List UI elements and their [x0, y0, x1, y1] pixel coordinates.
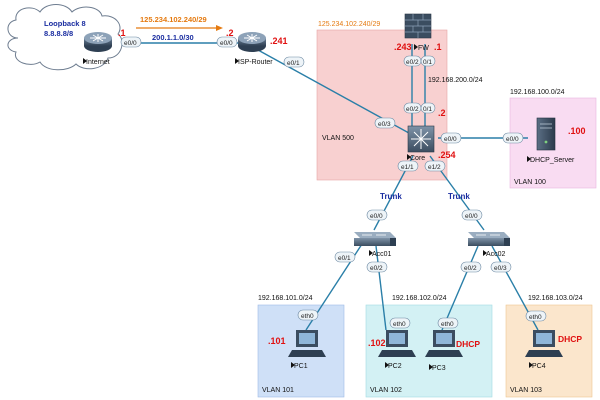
cloud-address: 8.8.8.8/8 — [44, 29, 73, 38]
isp-left-ip: .2 — [226, 28, 234, 38]
fw-iface-b: 0/1 — [423, 59, 432, 66]
core-label: Core — [410, 155, 425, 162]
pc4-icon[interactable] — [525, 330, 563, 357]
interface-pills — [120, 36, 547, 329]
dhcp-iface: e0/0 — [506, 136, 519, 143]
isp-right-ip: .241 — [270, 36, 288, 46]
pc3-iface: eth0 — [441, 321, 454, 328]
vlan500-label: VLAN 500 — [322, 135, 354, 142]
acc01-iface-a: e0/1 — [338, 255, 351, 262]
pc2-ip: .102 — [368, 338, 386, 348]
pc3-dhcp: DHCP — [456, 339, 480, 349]
core-switch-icon[interactable] — [407, 125, 435, 153]
core-ip-bottom: .254 — [438, 150, 456, 160]
core-iface-right: e0/0 — [444, 136, 457, 143]
internet-iface: e0/0 — [124, 40, 137, 47]
acc01-switch-icon[interactable] — [354, 232, 396, 246]
acc02-iface-b: e0/3 — [494, 265, 507, 272]
firewall-icon[interactable] — [404, 13, 432, 39]
link-acc02-pc3 — [441, 245, 479, 331]
fw-left-ip: .243 — [394, 42, 412, 52]
core-iface-top-b: 0/1 — [423, 106, 432, 113]
vlan103-label: VLAN 103 — [510, 387, 542, 394]
link-acc01-pc2 — [375, 245, 387, 331]
core-iface-down-a: e1/1 — [401, 164, 414, 171]
labels: Loopback 8 8.8.8.8/8 Internet .1 e0/0 12… — [44, 15, 586, 394]
trunk-left: Trunk — [380, 192, 402, 201]
router-icon[interactable] — [84, 32, 112, 52]
vlan101-net: 192.168.101.0/24 — [258, 295, 313, 302]
vlan100-label: VLAN 100 — [514, 179, 546, 186]
pc4-label: PC4 — [532, 363, 546, 370]
vlan102-net: 192.168.102.0/24 — [392, 295, 447, 302]
vlan103-net: 192.168.103.0/24 — [528, 295, 583, 302]
pc1-icon[interactable] — [288, 330, 326, 357]
pc2-iface: eth0 — [393, 321, 406, 328]
trunk-right: Trunk — [448, 192, 470, 201]
net-isp-fw-vlan: 125.234.102.240/29 — [318, 21, 380, 28]
isp-router-icon[interactable] — [238, 32, 266, 52]
acc02-label: Acc02 — [486, 251, 506, 258]
pc3-label: PC3 — [432, 365, 446, 372]
fw-iface-a: e0/2 — [406, 59, 419, 66]
vlan101-label: VLAN 101 — [262, 387, 294, 394]
core-iface-left: e0/3 — [378, 121, 391, 128]
pc4-dhcp: DHCP — [558, 334, 582, 344]
isp-fw-arrowhead — [216, 25, 223, 31]
node-markers — [83, 44, 533, 370]
pc1-iface: eth0 — [301, 313, 314, 320]
core-iface-down-b: e1/2 — [428, 164, 441, 171]
isp-label: ISP-Router — [238, 59, 273, 66]
pc1-ip: .101 — [268, 336, 286, 346]
isp-iface-down: e0/1 — [287, 60, 300, 67]
acc01-iface-b: e0/2 — [370, 265, 383, 272]
internet-host-ip: .1 — [118, 28, 126, 38]
acc02-iface-up: e0/0 — [465, 213, 478, 220]
acc01-label: Acc01 — [372, 251, 392, 258]
pc4-iface: eth0 — [529, 314, 542, 321]
net-isp-fw: 125.234.102.240/29 — [140, 15, 207, 24]
pc2-icon[interactable] — [378, 330, 416, 357]
net-fw-core: 192.168.200.0/24 — [428, 77, 483, 84]
pc2-label: PC2 — [388, 363, 402, 370]
net-internet-isp: 200.1.1.0/30 — [152, 33, 194, 42]
acc02-iface-a: e0/2 — [464, 265, 477, 272]
dhcp-ip: .100 — [568, 126, 586, 136]
vlan100-net: 192.168.100.0/24 — [510, 89, 565, 96]
vlan102-label: VLAN 102 — [370, 387, 402, 394]
dhcp-label: DHCP_Server — [530, 157, 575, 164]
core-iface-top-a: e0/2 — [406, 106, 419, 113]
server-icon[interactable] — [536, 117, 556, 151]
acc01-iface-up: e0/0 — [370, 213, 383, 220]
internet-label: Internet — [86, 59, 110, 66]
fw-right-ip: .1 — [434, 42, 442, 52]
core-ip-top: .2 — [438, 108, 446, 118]
pc3-icon[interactable] — [425, 330, 463, 357]
pc1-label: PC1 — [294, 363, 308, 370]
isp-iface-left: e0/0 — [220, 40, 233, 47]
fw-label: FW — [418, 45, 429, 52]
cloud-title: Loopback 8 — [44, 19, 86, 28]
cloud — [7, 4, 123, 71]
acc02-switch-icon[interactable] — [468, 232, 510, 246]
